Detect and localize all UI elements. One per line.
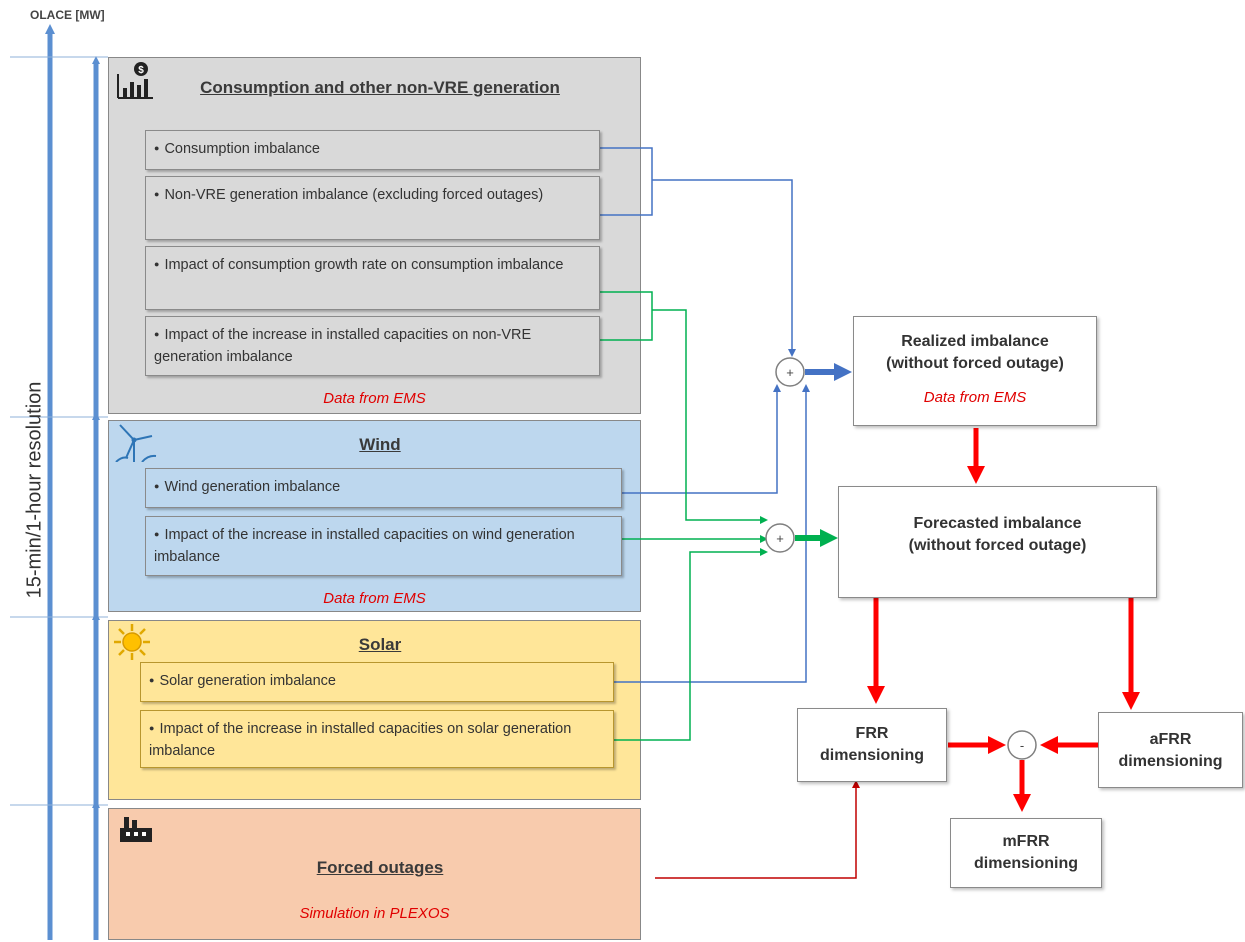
svg-text:$: $ <box>138 65 144 76</box>
non-vre-imbalance-item: ●Non-VRE generation imbalance (excluding… <box>145 176 600 240</box>
wind-turbine-icon <box>112 422 160 463</box>
box-line: FRR <box>855 725 889 742</box>
sum-operator-2: + <box>776 531 784 546</box>
solar-title: Solar <box>358 635 402 654</box>
forecasted-imbalance-box: Forecasted imbalance (without forced out… <box>838 486 1157 598</box>
item-label: Solar generation imbalance <box>159 673 336 689</box>
resolution-label: 15-min/1-hour resolution <box>23 381 46 599</box>
box-line: dimensioning <box>1118 753 1223 770</box>
box-line: aFRR <box>1149 731 1192 748</box>
afrr-dimensioning-box: aFRR dimensioning <box>1098 712 1243 788</box>
solar-capacity-item: ●Impact of the increase in installed cap… <box>140 710 614 768</box>
factory-icon <box>118 814 154 844</box>
item-label: Impact of the increase in installed capa… <box>154 527 575 565</box>
box-note: Data from EMS <box>923 389 1027 406</box>
forced-outages-title: Forced outages <box>316 858 444 877</box>
wind-title: Wind <box>359 435 401 454</box>
frr-dimensioning-box: FRR dimensioning <box>797 708 947 782</box>
solar-imbalance-item: ●Solar generation imbalance <box>140 662 614 702</box>
forced-outages-group <box>108 808 641 940</box>
box-line: dimensioning <box>820 747 924 764</box>
wind-imbalance-item: ●Wind generation imbalance <box>145 468 622 508</box>
sun-icon <box>112 622 152 662</box>
axis-label: OLACE [MW] <box>30 8 105 22</box>
difference-node <box>1007 730 1037 760</box>
wind-note: Data from EMS <box>323 590 426 607</box>
realized-imbalance-box: Realized imbalance (without forced outag… <box>853 316 1097 426</box>
wind-capacity-item: ●Impact of the increase in installed cap… <box>145 516 622 576</box>
item-label: Consumption imbalance <box>164 141 320 157</box>
box-line: mFRR <box>1002 833 1050 850</box>
consumption-growth-item: ●Impact of consumption growth rate on co… <box>145 246 600 310</box>
forced-outages-note: Simulation in PLEXOS <box>299 905 450 922</box>
consumption-imbalance-item: ●Consumption imbalance <box>145 130 600 170</box>
sum-operator-1: + <box>786 365 794 380</box>
chart-money-icon: $ <box>115 60 155 100</box>
item-label: Impact of the increase in installed capa… <box>149 721 572 759</box>
item-label: Non-VRE generation imbalance (excluding … <box>164 187 544 203</box>
box-line: (without forced outage) <box>886 355 1064 372</box>
consumption-note: Data from EMS <box>323 390 426 407</box>
sum-node-forecasted <box>765 523 795 553</box>
item-label: Impact of the increase in installed capa… <box>154 327 532 365</box>
item-label: Impact of consumption growth rate on con… <box>164 257 564 273</box>
box-line: dimensioning <box>974 855 1078 872</box>
item-label: Wind generation imbalance <box>164 479 341 495</box>
sum-node-realized <box>775 357 805 387</box>
box-line: Realized imbalance <box>901 333 1049 350</box>
non-vre-capacity-item: ●Impact of the increase in installed cap… <box>145 316 600 376</box>
box-line: (without forced outage) <box>908 537 1087 554</box>
difference-operator: - <box>1020 738 1024 753</box>
box-line: Forecasted imbalance <box>913 515 1082 532</box>
consumption-title: Consumption and other non-VRE generation <box>200 78 560 97</box>
mfrr-dimensioning-box: mFRR dimensioning <box>950 818 1102 888</box>
